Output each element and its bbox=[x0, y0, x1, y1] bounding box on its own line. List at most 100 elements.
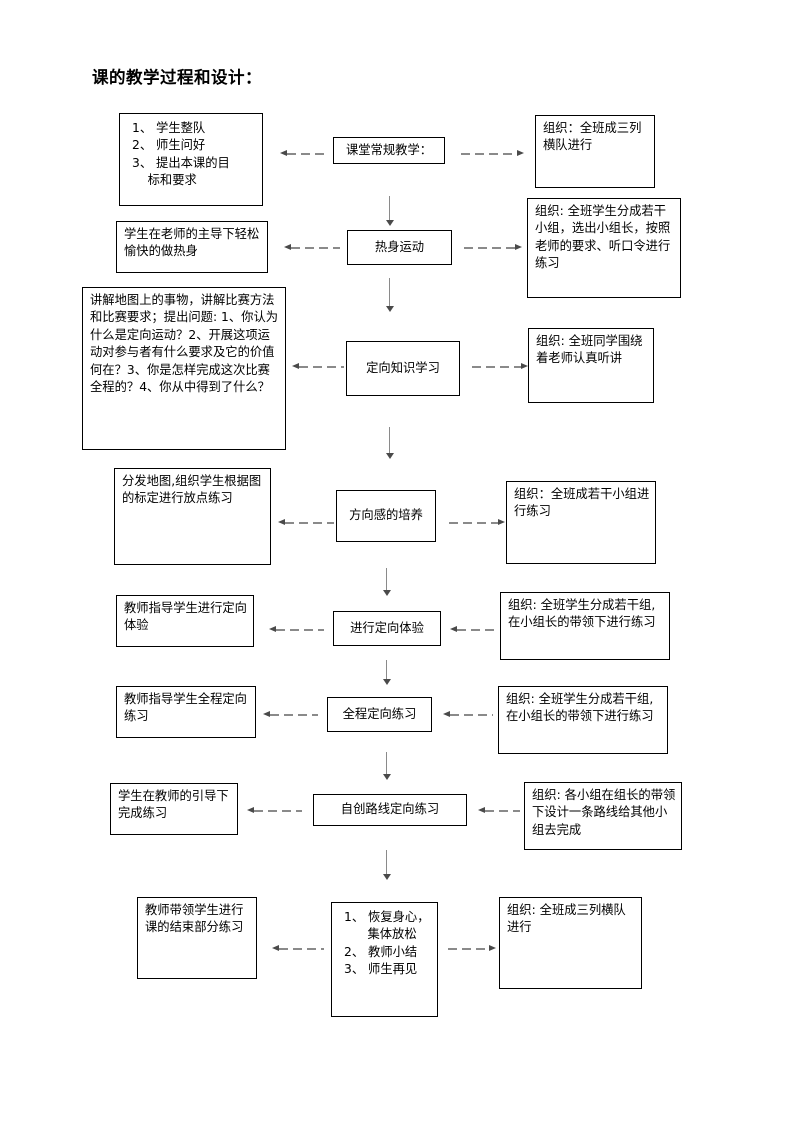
list-item: 1、 恢复身心， bbox=[344, 910, 430, 924]
arrow-head bbox=[292, 363, 299, 369]
arrow-head bbox=[385, 306, 394, 312]
node-label: 定向知识学习 bbox=[366, 360, 440, 375]
box-org-direction-sense: 组织：全班成若干小组进行练习 bbox=[506, 481, 656, 564]
node-label: 学生在教师的引导下完成练习 bbox=[118, 789, 229, 821]
arrow-head bbox=[478, 807, 485, 813]
arrow-shaft bbox=[461, 153, 517, 155]
arrow-shaft bbox=[450, 714, 493, 716]
arrow-shaft bbox=[385, 752, 388, 775]
arrow-head bbox=[385, 220, 394, 226]
flow-right-arrow bbox=[449, 518, 505, 527]
arrow-shaft bbox=[457, 629, 498, 631]
box-knowledge-learning: 定向知识学习 bbox=[346, 341, 460, 396]
flow-left-arrow bbox=[443, 710, 493, 719]
box-org-closing: 组织: 全班成三列横队进行 bbox=[499, 897, 642, 989]
arrow-shaft bbox=[270, 714, 318, 716]
arrow-shaft bbox=[388, 196, 391, 221]
arrow-shaft bbox=[464, 247, 515, 249]
flow-down-arrow bbox=[382, 568, 391, 596]
arrow-shaft bbox=[385, 568, 388, 591]
arrow-shaft bbox=[485, 810, 520, 812]
arrow-shaft bbox=[285, 522, 334, 524]
arrow-shaft bbox=[388, 427, 391, 454]
node-label: 学生在老师的主导下轻松愉快的做热身 bbox=[124, 227, 260, 259]
flow-left-arrow bbox=[278, 518, 334, 527]
flow-right-arrow bbox=[472, 362, 528, 371]
arrow-head bbox=[382, 590, 391, 596]
flow-down-arrow bbox=[382, 660, 391, 685]
node-label: 自创路线定向练习 bbox=[340, 802, 440, 817]
node-label: 讲解地图上的事物，讲解比赛方法和比赛要求；提出问题: 1、你认为什么是定向运动？… bbox=[90, 293, 279, 395]
flow-down-arrow bbox=[385, 278, 394, 312]
list-item: 集体放松 bbox=[344, 927, 417, 942]
arrow-shaft bbox=[276, 629, 324, 631]
flow-down-arrow bbox=[382, 752, 391, 780]
arrow-head bbox=[263, 711, 270, 717]
arrow-shaft bbox=[254, 810, 302, 812]
box-warmup-students: 学生在老师的主导下轻松愉快的做热身 bbox=[116, 221, 268, 273]
arrow-head bbox=[269, 626, 276, 632]
box-teacher-leads-closing: 教师带领学生进行课的结束部分练习 bbox=[137, 897, 257, 979]
node-label: 组织: 全班学生分成若干组,在小组长的带领下进行练习 bbox=[506, 692, 654, 724]
list-item: 3、 提出本课的目 bbox=[132, 155, 230, 170]
node-label: 全程定向练习 bbox=[342, 706, 417, 721]
flow-left-arrow bbox=[292, 362, 344, 371]
arrow-head bbox=[382, 874, 391, 880]
arrow-shaft bbox=[287, 153, 328, 155]
box-org-full-course: 组织: 全班学生分成若干组,在小组长的带领下进行练习 bbox=[498, 686, 668, 754]
node-label: 组织: 各小组在组长的带领下设计一条路线给其他小组去完成 bbox=[532, 788, 676, 837]
arrow-shaft bbox=[279, 948, 324, 950]
page-title: 课的教学过程和设计： bbox=[92, 68, 262, 87]
flow-left-arrow bbox=[280, 149, 328, 158]
box-teacher-guides-full-course: 教师指导学生全程定向练习 bbox=[116, 686, 256, 738]
flow-left-arrow bbox=[272, 944, 324, 953]
arrow-head bbox=[443, 711, 450, 717]
box-full-course-practice: 全程定向练习 bbox=[327, 697, 432, 732]
flow-left-arrow bbox=[247, 806, 302, 815]
arrow-head bbox=[517, 150, 524, 156]
flow-down-arrow bbox=[385, 196, 394, 226]
node-label: 进行定向体验 bbox=[350, 620, 424, 635]
node-label: 组织：全班成若干小组进行练习 bbox=[514, 487, 650, 519]
list-item: 1、 学生整队 bbox=[132, 121, 206, 135]
arrow-shaft bbox=[299, 366, 344, 368]
box-direction-sense: 方向感的培养 bbox=[336, 490, 436, 542]
node-label: 教师带领学生进行课的结束部分练习 bbox=[145, 903, 244, 935]
flow-left-arrow bbox=[450, 625, 498, 634]
box-orienteering-experience: 进行定向体验 bbox=[333, 611, 441, 646]
flow-right-arrow bbox=[464, 243, 522, 252]
node-label: 组织: 全班学生分成若干小组，选出小组长，按照老师的要求、听口令进行练习 bbox=[535, 204, 671, 271]
arrow-shaft bbox=[385, 660, 388, 680]
arrow-shaft bbox=[448, 948, 489, 950]
arrow-shaft bbox=[291, 247, 340, 249]
arrow-head bbox=[489, 945, 496, 951]
flow-down-arrow bbox=[385, 427, 394, 459]
flow-left-arrow bbox=[263, 710, 318, 719]
arrow-shaft bbox=[388, 278, 391, 307]
box-org-warmup: 组织: 全班学生分成若干小组，选出小组长，按照老师的要求、听口令进行练习 bbox=[527, 198, 681, 298]
arrow-head bbox=[515, 244, 522, 250]
box-students-complete-practice: 学生在教师的引导下完成练习 bbox=[110, 783, 238, 835]
node-label: 组织: 全班学生分成若干组,在小组长的带领下进行练习 bbox=[508, 598, 656, 630]
box-warmup: 热身运动 bbox=[347, 230, 452, 265]
node-label: 组织: 全班成三列横队进行 bbox=[507, 903, 626, 935]
arrow-head bbox=[385, 453, 394, 459]
box-org-experience: 组织: 全班学生分成若干组,在小组长的带领下进行练习 bbox=[500, 592, 670, 660]
box-class-routine-steps: 1、 学生整队 2、 师生问好 3、 提出本课的目 标和要求 bbox=[119, 113, 263, 206]
arrow-head bbox=[284, 244, 291, 250]
node-label: 课堂常规教学： bbox=[345, 142, 433, 157]
box-org-knowledge: 组织: 全班同学围绕着老师认真听讲 bbox=[528, 328, 654, 403]
arrow-head bbox=[280, 150, 287, 156]
box-teacher-guides-experience: 教师指导学生进行定向体验 bbox=[116, 595, 254, 647]
node-label: 组织: 全班同学围绕着老师认真听讲 bbox=[536, 334, 643, 366]
flow-down-arrow bbox=[382, 850, 391, 880]
arrow-shaft bbox=[385, 850, 388, 875]
list-item: 2、 师生问好 bbox=[132, 138, 206, 153]
arrow-shaft bbox=[449, 522, 498, 524]
arrow-head bbox=[498, 519, 505, 525]
list-item: 2、 教师小结 bbox=[344, 944, 418, 959]
node-label: 教师指导学生全程定向练习 bbox=[124, 692, 247, 724]
flow-right-arrow bbox=[448, 944, 496, 953]
arrow-head bbox=[382, 679, 391, 685]
